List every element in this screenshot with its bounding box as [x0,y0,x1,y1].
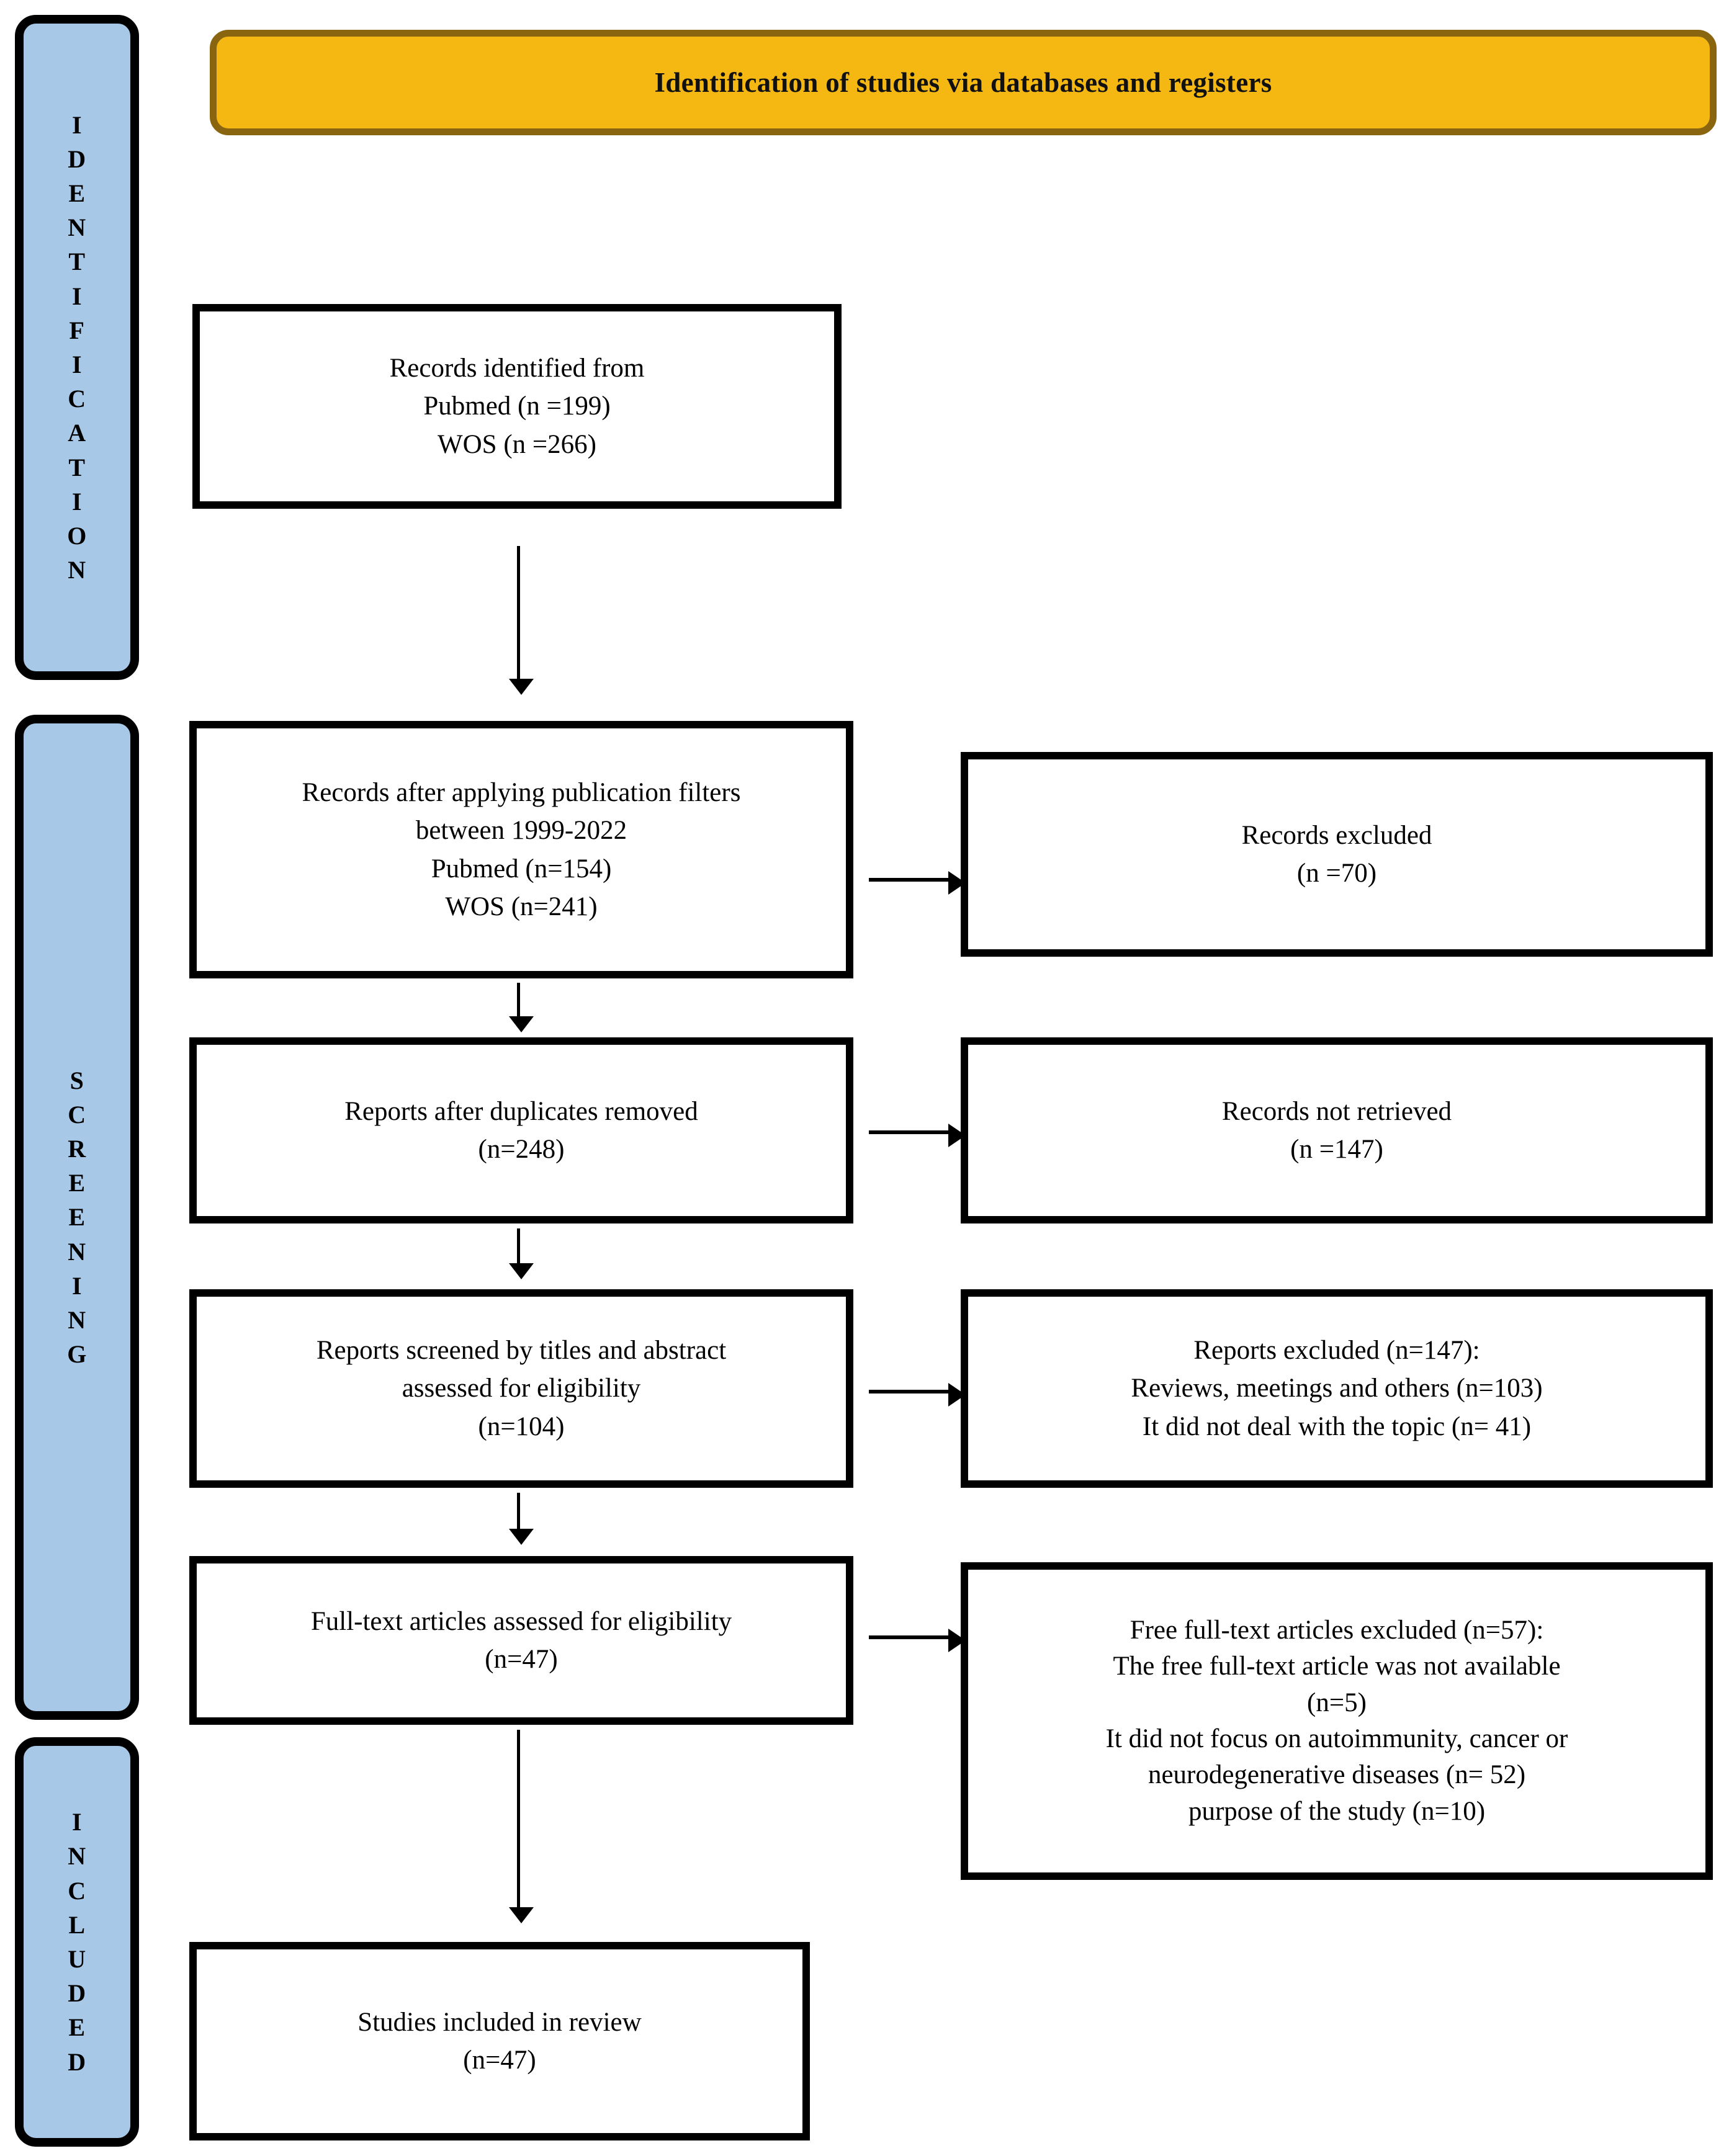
banner-identification-via-databases: Identification of studies via databases … [210,30,1717,135]
box-fulltext-assessed: Full-text articles assessed for eligibil… [189,1556,853,1725]
box-reports-excluded-text: Reports excluded (n=147): Reviews, meeti… [1131,1336,1543,1441]
arrow-fulltext-to-included [509,1730,534,1923]
box-records-after-filters: Records after applying publication filte… [189,721,853,978]
box-reports-excluded: Reports excluded (n=147): Reviews, meeti… [961,1289,1713,1488]
box-reports-after-duplicates: Reports after duplicates removed (n=248) [189,1037,853,1223]
arrow-screened-to-fulltext [509,1493,534,1545]
banner-title: Identification of studies via databases … [654,67,1272,98]
arrow-identified-to-filters [509,546,534,695]
box-reports-after-duplicates-text: Reports after duplicates removed (n=248) [344,1096,698,1164]
box-records-after-filters-text: Records after applying publication filte… [302,778,741,921]
box-studies-included: Studies included in review (n=47) [189,1942,810,2140]
box-fulltext-excluded-text: Free full-text articles excluded (n=57):… [1105,1615,1568,1826]
box-records-not-retrieved-text: Records not retrieved (n =147) [1221,1096,1452,1164]
arrow-duplicates-to-screened [509,1228,534,1279]
box-records-excluded: Records excluded (n =70) [961,752,1713,957]
box-reports-screened: Reports screened by titles and abstract … [189,1289,853,1488]
box-fulltext-excluded: Free full-text articles excluded (n=57):… [961,1562,1713,1880]
box-records-excluded-text: Records excluded (n =70) [1241,820,1432,888]
box-studies-included-text: Studies included in review (n=47) [357,2007,642,2075]
box-records-identified-text: Records identified from Pubmed (n =199) … [389,354,645,459]
arrow-fulltext-to-fulltext-excluded [869,1629,966,1652]
arrow-filters-to-duplicates [509,983,534,1032]
arrow-screened-to-reports-excluded [869,1383,966,1407]
box-fulltext-assessed-text: Full-text articles assessed for eligibil… [310,1606,732,1674]
box-records-not-retrieved: Records not retrieved (n =147) [961,1037,1713,1223]
arrow-duplicates-to-not-retrieved [869,1124,966,1147]
box-reports-screened-text: Reports screened by titles and abstract … [316,1336,727,1441]
arrow-filters-to-records-excluded [869,871,966,895]
box-records-identified: Records identified from Pubmed (n =199) … [192,304,842,509]
